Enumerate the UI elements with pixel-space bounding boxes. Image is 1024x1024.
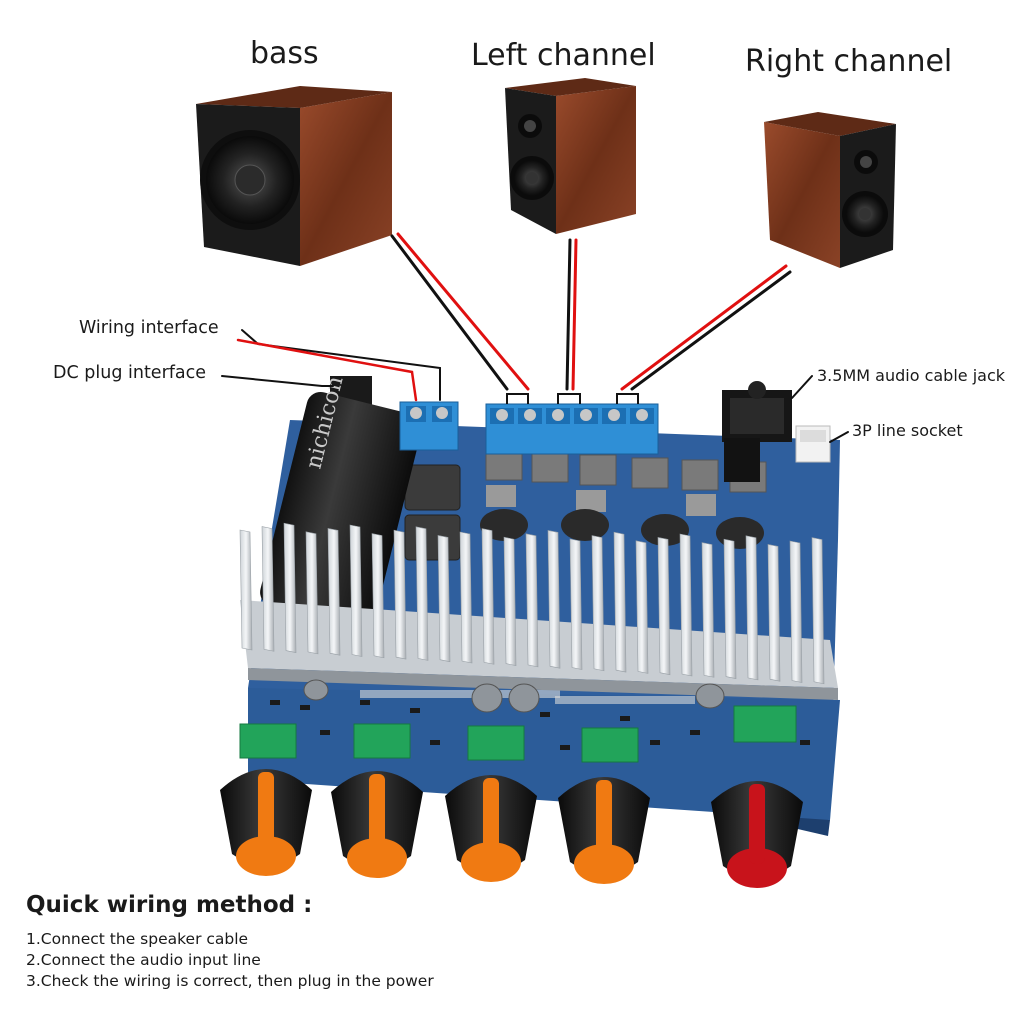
heatsink <box>239 522 838 700</box>
dc-plug-interface-label: DC plug interface <box>53 363 207 383</box>
heatsink-fin <box>239 529 253 651</box>
heatsink-fin <box>305 531 319 655</box>
heatsink-fin <box>613 531 627 673</box>
heatsink-fin <box>415 526 429 661</box>
heatsink-fin <box>283 522 297 653</box>
wiring-interface-label: Wiring interface <box>79 318 219 338</box>
wiring-steps: 1.Connect the speaker cable 2.Connect th… <box>26 929 434 992</box>
heatsink-fin <box>547 530 561 669</box>
wiring-step: 3.Check the wiring is correct, then plug… <box>26 972 434 990</box>
wiring-step: 2.Connect the audio input line <box>26 951 261 969</box>
heatsink-fin <box>701 542 715 678</box>
speaker-wires <box>390 232 792 391</box>
heatsink-fin <box>525 533 539 668</box>
speaker-terminal-block <box>485 393 659 455</box>
heatsink-fin <box>635 540 649 674</box>
heatsink-fin <box>569 538 583 670</box>
audio-jack-label: 3.5MM audio cable jack <box>817 366 1006 385</box>
callout-lines <box>221 329 849 443</box>
heatsink-fin <box>437 535 451 663</box>
knob[interactable] <box>558 777 650 884</box>
right-channel-speaker <box>764 112 896 268</box>
power-terminal-block <box>399 401 459 451</box>
line-socket-label: 3P line socket <box>852 421 963 440</box>
heatsink-fin <box>261 526 275 652</box>
heatsink-fin <box>767 544 781 682</box>
quick-wiring-title: Quick wiring method : <box>26 892 313 918</box>
knob[interactable] <box>331 771 423 878</box>
heatsink-fin <box>657 537 671 676</box>
heatsink-fin <box>745 535 759 681</box>
bass-title: bass <box>250 36 319 71</box>
heatsink-fin <box>481 528 495 665</box>
audio-jack <box>722 381 792 482</box>
line-socket <box>795 425 831 463</box>
control-knobs <box>220 769 803 888</box>
knob[interactable] <box>220 769 312 876</box>
heatsink-fin <box>393 529 407 660</box>
amplifier-board: nichicon <box>239 374 840 836</box>
heatsink-fin <box>723 538 737 679</box>
knob[interactable] <box>711 781 803 888</box>
heatsink-fin <box>349 524 363 657</box>
bass-speaker <box>196 86 392 266</box>
left-channel-speaker <box>505 78 636 234</box>
heatsink-fin <box>371 533 385 659</box>
heatsink-fin <box>327 528 341 656</box>
knob[interactable] <box>445 775 537 882</box>
heatsink-fin <box>503 536 517 666</box>
heatsink-fin <box>459 531 473 664</box>
heatsink-fin <box>789 540 803 683</box>
wiring-step: 1.Connect the speaker cable <box>26 930 249 948</box>
heatsink-fin <box>591 535 605 672</box>
left-channel-title: Left channel <box>471 38 656 73</box>
heatsink-fin <box>811 537 825 685</box>
heatsink-fin <box>679 533 693 677</box>
right-channel-title: Right channel <box>745 44 953 79</box>
